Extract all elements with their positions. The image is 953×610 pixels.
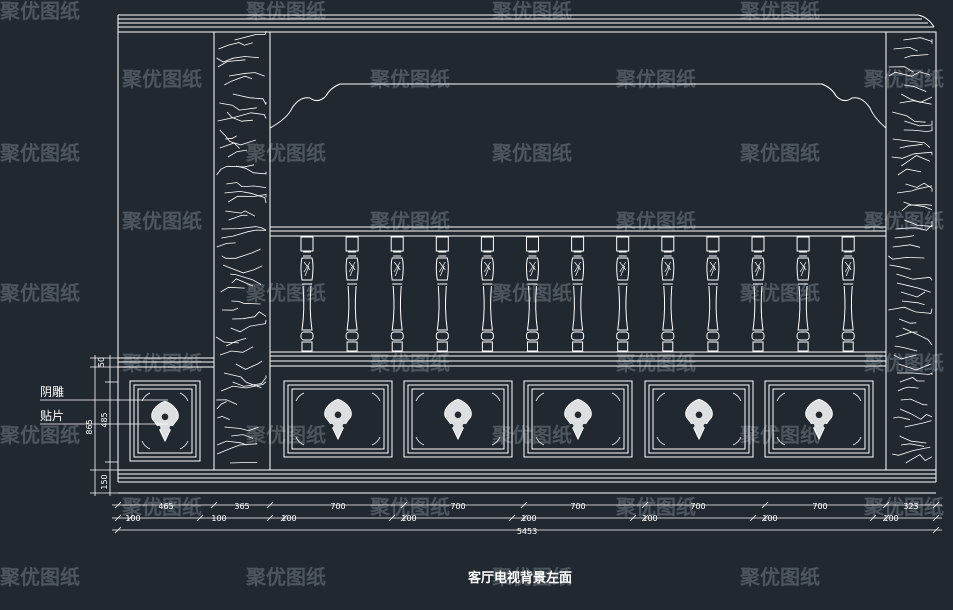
label-leaders [40, 399, 168, 425]
watermark-text: 聚优图纸 [0, 565, 80, 589]
dimension-row-widths: 465 365 700 700 700 700 700 323 [158, 502, 918, 511]
skirting-base [118, 469, 936, 494]
dim-left-150: 150 [100, 474, 109, 489]
watermark-layer: 聚优图纸聚优图纸聚优图纸聚优图纸聚优图纸聚优图纸聚优图纸聚优图纸聚优图纸聚优图纸… [0, 0, 944, 589]
baluster-row [300, 236, 855, 352]
dim-width-label: 700 [330, 502, 345, 511]
dimension-lines [112, 501, 942, 534]
watermark-text: 聚优图纸 [863, 351, 944, 375]
dim-gap-label: 100 [883, 514, 898, 523]
dim-gap-label: 100 [125, 514, 140, 523]
watermark-text: 聚优图纸 [245, 141, 326, 165]
watermark-text: 聚优图纸 [491, 565, 572, 589]
label-carving: 阴雕 [40, 384, 64, 399]
watermark-text: 聚优图纸 [615, 209, 696, 233]
watermark-text: 聚优图纸 [491, 0, 572, 23]
dim-width-label: 323 [903, 502, 918, 511]
railing-bottom-rail [270, 351, 886, 367]
watermark-text: 聚优图纸 [245, 0, 326, 23]
watermark-text: 聚优图纸 [245, 281, 326, 305]
watermark-text: 聚优图纸 [739, 281, 820, 305]
dim-total: 5453 [517, 527, 537, 536]
label-veneer: 贴片 [40, 409, 64, 423]
watermark-text: 聚优图纸 [615, 67, 696, 91]
watermark-text: 聚优图纸 [863, 67, 944, 91]
watermark-text: 聚优图纸 [369, 67, 450, 91]
left-dimension-lines [90, 355, 118, 496]
watermark-text: 聚优图纸 [491, 141, 572, 165]
valance-arch [269, 83, 887, 129]
dim-width-label: 365 [234, 502, 249, 511]
watermark-text: 聚优图纸 [0, 0, 80, 23]
dim-gap-label: 100 [642, 514, 657, 523]
dim-left-865: 865 [85, 419, 94, 434]
carved-panel-row [129, 380, 874, 462]
watermark-text: 聚优图纸 [615, 351, 696, 375]
dim-gap-label: 100 [281, 514, 296, 523]
dim-gap-label: 100 [401, 514, 416, 523]
stone-pillar-left [213, 31, 271, 471]
watermark-text: 聚优图纸 [863, 209, 944, 233]
watermark-text: 聚优图纸 [121, 67, 202, 91]
dim-gap-label: 100 [521, 514, 536, 523]
dim-width-label: 700 [570, 502, 585, 511]
dim-width-label: 700 [690, 502, 705, 511]
upper-panel [269, 32, 887, 230]
watermark-text: 聚优图纸 [0, 281, 80, 305]
watermark-text: 聚优图纸 [739, 423, 820, 447]
watermark-text: 聚优图纸 [121, 351, 202, 375]
watermark-text: 聚优图纸 [739, 141, 820, 165]
watermark-text: 聚优图纸 [369, 209, 450, 233]
watermark-text: 聚优图纸 [615, 495, 696, 519]
dim-width-label: 700 [812, 502, 827, 511]
watermark-text: 聚优图纸 [0, 423, 80, 447]
stone-pillar-right [885, 31, 937, 471]
watermark-text: 聚优图纸 [121, 495, 202, 519]
watermark-text: 聚优图纸 [369, 351, 450, 375]
dim-width-label: 700 [450, 502, 465, 511]
watermark-text: 聚优图纸 [739, 565, 820, 589]
dimension-row-gaps: 100 100 100 100 100 100 100 100 [125, 514, 898, 523]
watermark-text: 聚优图纸 [491, 281, 572, 305]
drawing-title: 客厅电视背景左面 [468, 570, 572, 586]
top-cornice [117, 14, 936, 33]
watermark-text: 聚优图纸 [121, 209, 202, 233]
dim-gap-label: 100 [211, 514, 226, 523]
dim-left-485: 485 [100, 412, 109, 427]
watermark-text: 聚优图纸 [369, 495, 450, 519]
left-ledge [118, 357, 214, 368]
watermark-text: 聚优图纸 [0, 141, 80, 165]
watermark-text: 聚优图纸 [863, 495, 944, 519]
watermark-text: 聚优图纸 [245, 423, 326, 447]
dim-width-label: 465 [158, 502, 173, 511]
dim-gap-label: 100 [762, 514, 777, 523]
dim-left-50: 50 [97, 357, 106, 367]
watermark-text: 聚优图纸 [245, 565, 326, 589]
watermark-text: 聚优图纸 [739, 0, 820, 23]
railing-top-rail [270, 226, 886, 237]
